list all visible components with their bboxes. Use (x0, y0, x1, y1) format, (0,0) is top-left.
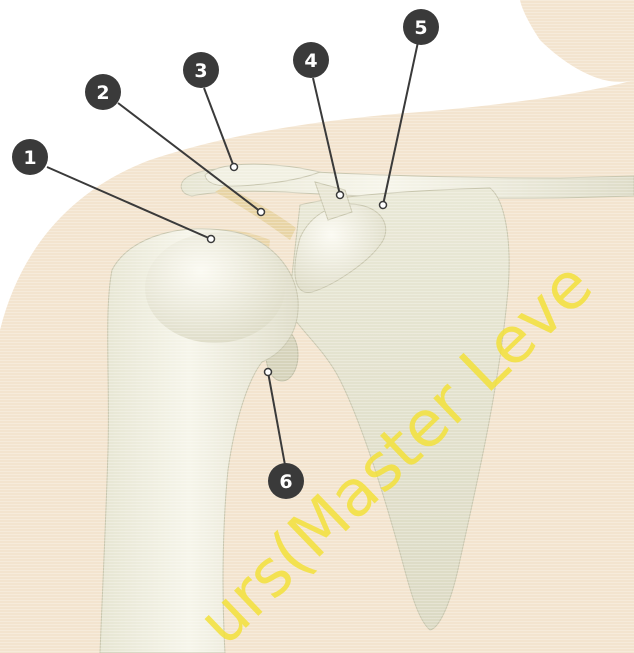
callout-6: 6 (268, 463, 304, 499)
callout-number-6: 6 (279, 471, 292, 493)
leader-dot-3 (231, 164, 238, 171)
leader-dot-5 (380, 202, 387, 209)
callout-number-5: 5 (414, 17, 427, 39)
leader-dot-2 (258, 209, 265, 216)
callout-number-3: 3 (194, 60, 207, 82)
callout-3: 3 (183, 52, 219, 88)
callout-2: 2 (85, 74, 121, 110)
callout-number-4: 4 (304, 50, 317, 72)
callout-number-1: 1 (23, 147, 36, 169)
leader-dot-4 (337, 192, 344, 199)
callout-5: 5 (403, 9, 439, 45)
leader-dot-6 (265, 369, 272, 376)
leader-dot-1 (208, 236, 215, 243)
callout-4: 4 (293, 42, 329, 78)
callout-1: 1 (12, 139, 48, 175)
callout-number-2: 2 (96, 82, 109, 104)
